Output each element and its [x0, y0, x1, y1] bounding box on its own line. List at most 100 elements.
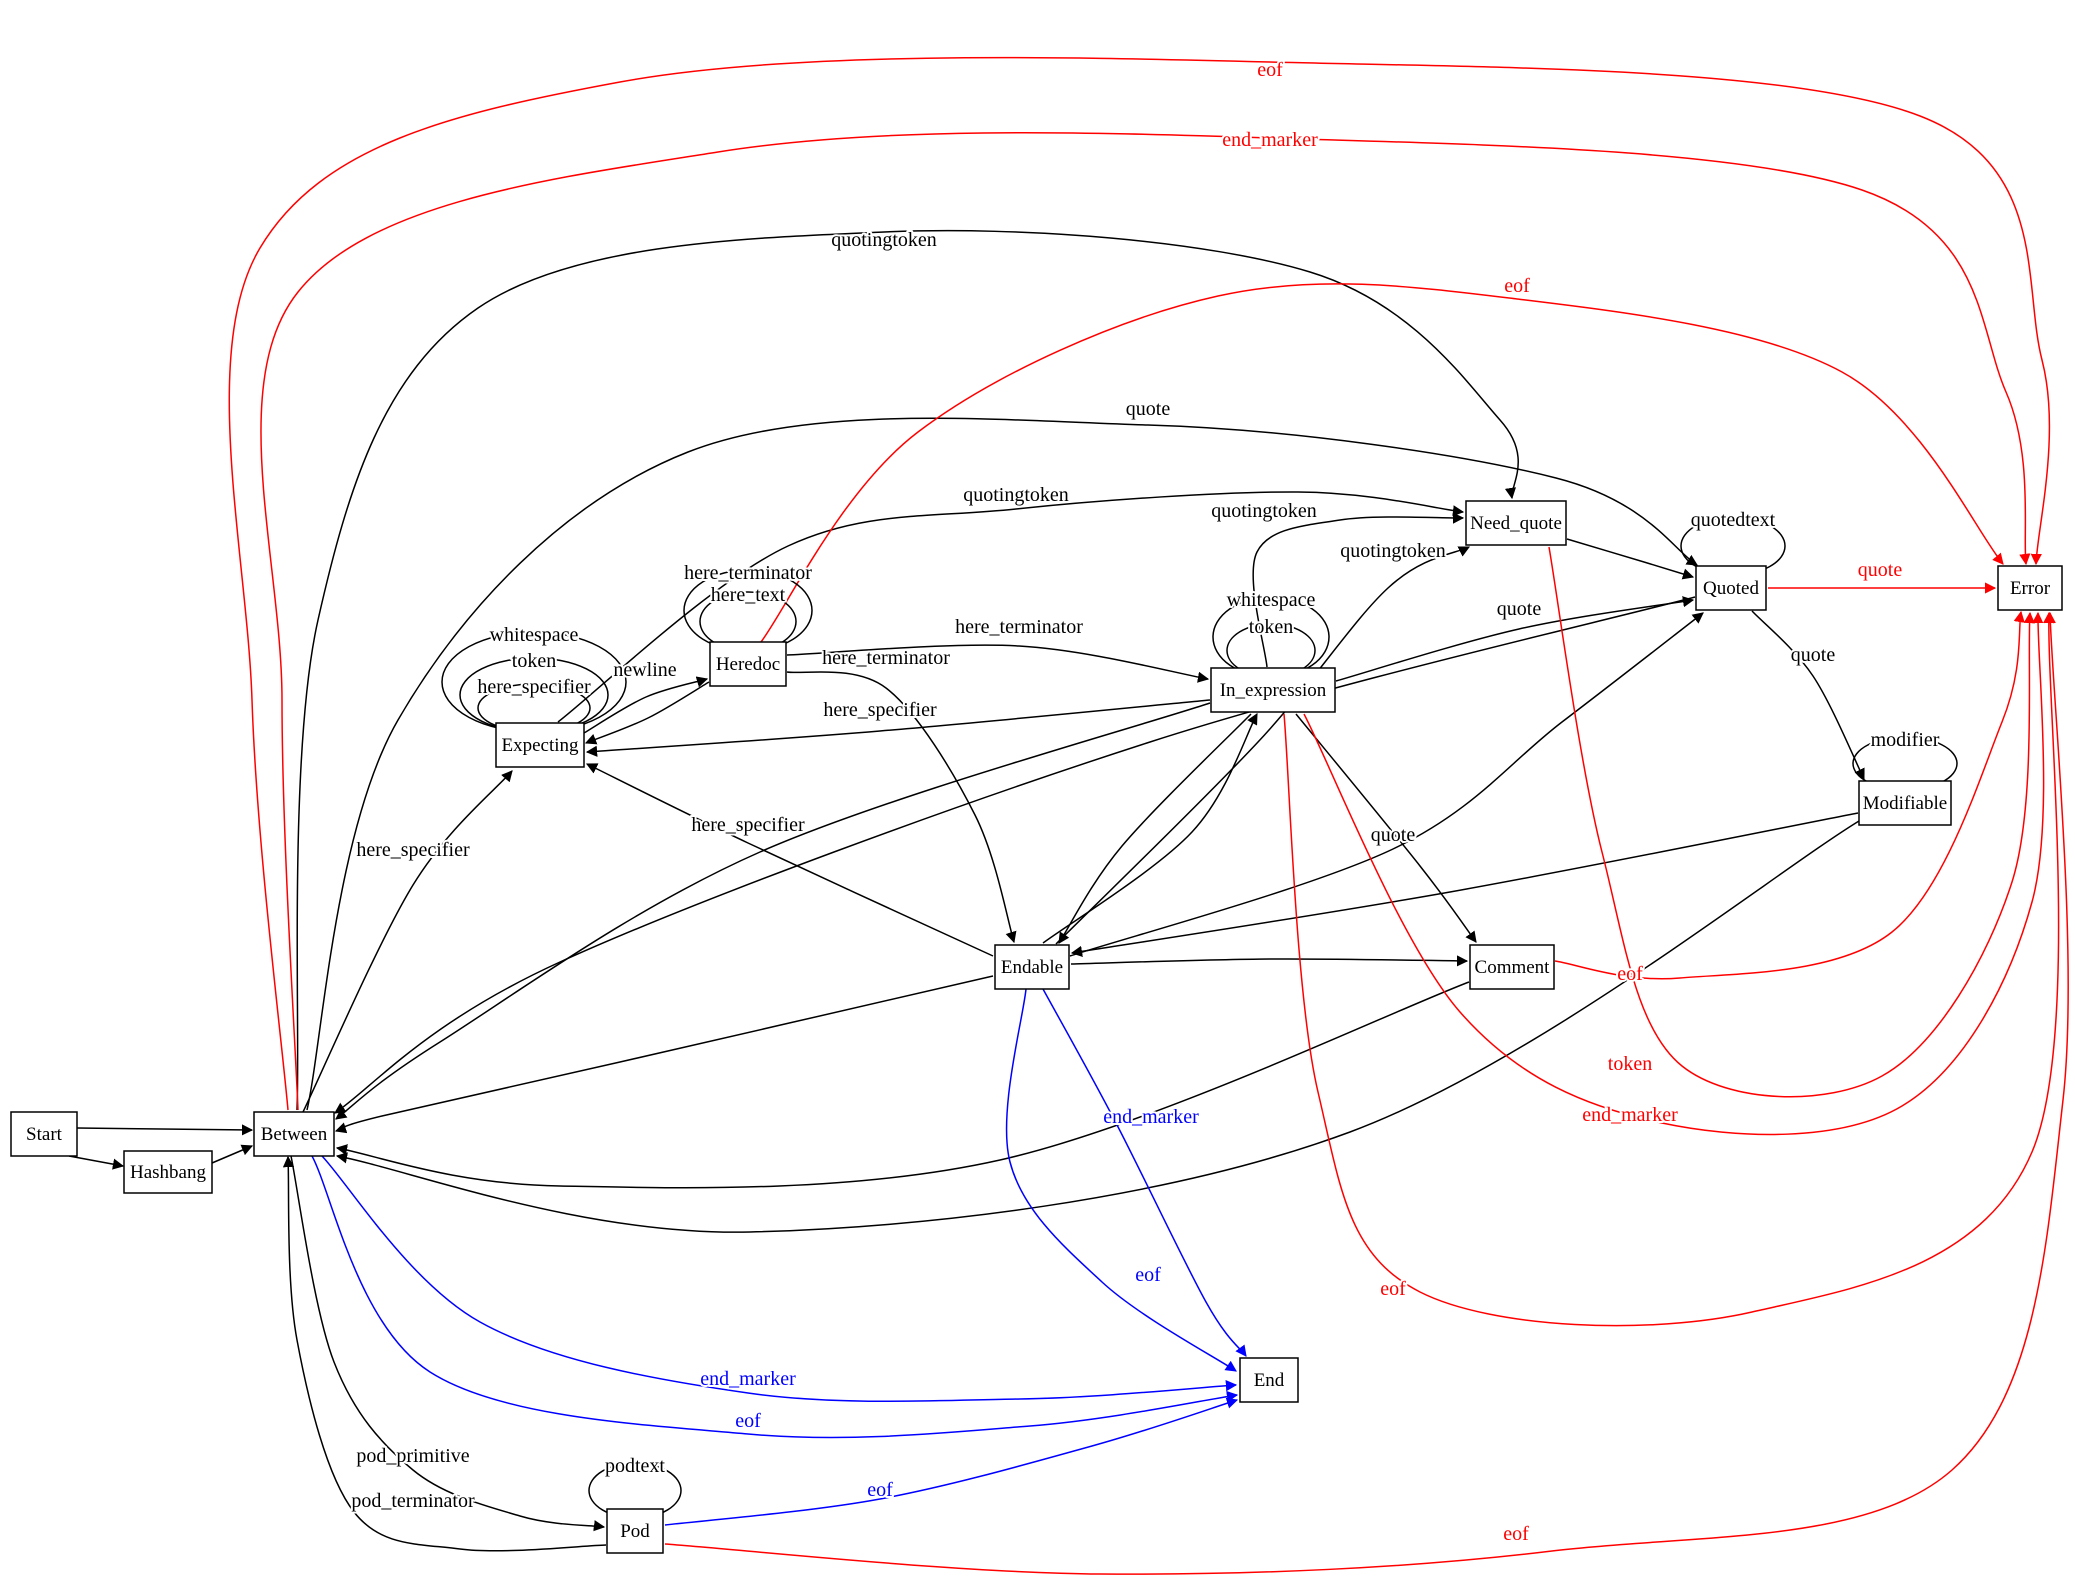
edge-labels-layer: here_specifiernewlinehere_terminatorhere…: [349, 57, 1941, 1547]
state-node-label-heredoc: Heredoc: [716, 654, 780, 675]
state-node-label-between: Between: [261, 1124, 328, 1145]
edge-label: pod_terminator: [351, 1490, 475, 1512]
edge-label: pod_primitive: [356, 1445, 469, 1467]
edge-label: eof: [1380, 1278, 1406, 1300]
state-node-comment: [1469, 944, 1555, 990]
state-node-quoted: [1695, 565, 1767, 611]
state-node-modifiable: [1858, 780, 1952, 826]
state-node-end: [1239, 1357, 1299, 1403]
edges-layer: [68, 56, 2069, 1575]
edge-between-end-eof: [311, 1155, 1239, 1439]
edge-in_expression-endable: [1058, 713, 1252, 944]
edge-label: end_marker: [1222, 129, 1318, 151]
state-node-need_quote: [1465, 500, 1567, 546]
edge-label: quotingtoken: [963, 484, 1069, 506]
edge-comment-error-eof: [1554, 610, 2025, 980]
edge-in_expression-need_quote-quotingtoken: [1252, 512, 1465, 668]
self-loop-label: token: [1249, 616, 1293, 638]
edge-label: quote: [1497, 598, 1542, 620]
edge-label: quotingtoken: [1340, 540, 1446, 562]
edge-in_expression-error-end_marker: [1303, 611, 2045, 1136]
edge-endable-end-eof: [1005, 988, 1237, 1372]
edge-label: eof: [1504, 275, 1530, 297]
state-node-label-end: End: [1254, 1370, 1285, 1391]
edge-label: quotingtoken: [1211, 500, 1317, 522]
state-node-label-expecting: Expecting: [501, 735, 579, 756]
edge-label: end_marker: [1103, 1106, 1199, 1128]
edge-expecting-need_quote-quotingtoken: [557, 491, 1465, 723]
edge-between-quoted-quote: [306, 417, 1698, 1111]
edge-label: eof: [735, 1410, 761, 1432]
edge-hashbang-between: [211, 1144, 254, 1164]
state-node-label-in_expression: In_expression: [1220, 680, 1327, 701]
edge-in_expression-comment: [1295, 713, 1477, 943]
self-loop-label: whitespace: [490, 624, 579, 646]
state-node-endable: [994, 944, 1070, 990]
edge-endable-in_expression: [1042, 713, 1258, 944]
edge-heredoc-expecting: [584, 681, 710, 745]
edge-in_expression-expecting-here_specifier: [585, 699, 1211, 757]
edge-label: here_terminator: [955, 616, 1083, 638]
edge-label: quote: [1791, 644, 1836, 666]
edge-need_quote-error-token: [1548, 546, 2035, 1098]
state-node-label-hashbang: Hashbang: [130, 1162, 206, 1183]
state-node-label-quoted: Quoted: [1703, 578, 1759, 599]
state-node-label-comment: Comment: [1475, 957, 1551, 978]
edge-pod-between-pod_terminator: [282, 1155, 607, 1552]
edge-label: quote: [1371, 824, 1416, 846]
self-loop-label: whitespace: [1227, 589, 1316, 611]
state-node-pod: [606, 1508, 664, 1554]
state-node-label-pod: Pod: [620, 1521, 650, 1542]
edge-quoted-between: [334, 596, 1696, 1114]
edge-label: token: [1608, 1053, 1652, 1075]
edge-quoted-modifiable-quote: [1751, 610, 1865, 781]
edge-label: end_marker: [1582, 1104, 1678, 1126]
edge-label: eof: [1617, 963, 1643, 985]
edge-label: eof: [1135, 1264, 1161, 1286]
edge-between-need_quote-quotingtoken: [296, 229, 1519, 1111]
state-node-label-start: Start: [26, 1124, 63, 1145]
self-loop-label: modifier: [1871, 729, 1940, 751]
edge-comment-between: [335, 981, 1470, 1189]
state-node-hashbang: [123, 1150, 213, 1194]
edge-label: quote: [1858, 559, 1903, 581]
edge-label: eof: [1503, 1523, 1529, 1545]
edge-between-end-end_marker: [321, 1155, 1238, 1403]
edge-label: here_specifier: [691, 814, 805, 836]
edge-label: here_specifier: [823, 699, 937, 721]
edge-endable-expecting-here_specifier: [585, 763, 994, 957]
state-node-expecting: [495, 722, 585, 768]
edge-expecting-heredoc-newline: [583, 676, 709, 734]
edge-in_expression-quoted-quote: [1335, 596, 1695, 682]
edge-label: end_marker: [700, 1368, 796, 1390]
edge-label: eof: [1257, 59, 1283, 81]
edge-pod-end-eof: [664, 1397, 1239, 1526]
self-loop-label: here_text: [711, 584, 786, 606]
state-node-start: [10, 1111, 78, 1157]
edge-pod-error-eof: [664, 611, 2069, 1575]
edge-endable-comment: [1070, 955, 1469, 967]
edge-start-between: [76, 1124, 254, 1136]
edge-label: quotingtoken: [831, 229, 937, 251]
edge-heredoc-in_expression-here_terminator: [786, 644, 1210, 683]
edge-endable-between: [334, 975, 994, 1134]
state-node-in_expression: [1210, 667, 1336, 713]
state-node-heredoc: [709, 641, 787, 687]
edge-endable-quoted-quote: [1069, 612, 1704, 957]
edge-between-pod-pod_primitive: [290, 1155, 606, 1532]
state-node-label-modifiable: Modifiable: [1863, 793, 1947, 814]
edge-label: eof: [867, 1479, 893, 1501]
self-loop-label: quotedtext: [1691, 509, 1776, 531]
edge-label: quote: [1126, 398, 1171, 420]
state-node-label-need_quote: Need_quote: [1470, 513, 1562, 534]
self-loop-label: podtext: [605, 1455, 665, 1477]
edge-heredoc-error-eof: [760, 283, 2004, 643]
edge-modifiable-endable: [1070, 812, 1859, 957]
edge-label: here_terminator: [822, 647, 950, 669]
self-loop-label: token: [512, 650, 556, 672]
edge-need_quote-quoted: [1566, 538, 1695, 580]
edge-between-error-eof: [228, 56, 2051, 1111]
